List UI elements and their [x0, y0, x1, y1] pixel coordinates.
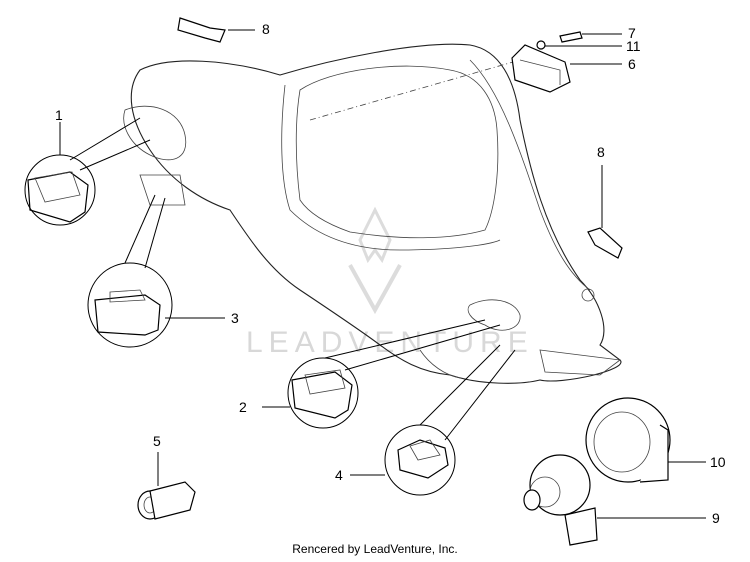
watermark-text: LEADVENTURE [246, 326, 534, 359]
part-5-socket [137, 452, 196, 520]
callout-2: 2 [239, 399, 247, 415]
watermark: LEADVENTURE [246, 206, 534, 359]
rear-body-panel [123, 43, 622, 384]
part-10-ring [585, 397, 706, 483]
callout-10: 10 [710, 454, 726, 470]
callout-11: 11 [626, 38, 641, 54]
part-8-bulb-top [177, 17, 255, 43]
part-8-bulb-right [587, 165, 623, 259]
part-2-switch [262, 319, 501, 429]
callout-8-right: 8 [597, 144, 605, 160]
callout-7: 7 [628, 25, 636, 41]
callout-3: 3 [231, 310, 239, 326]
callout-8-top: 8 [262, 21, 270, 37]
callout-9: 9 [712, 510, 720, 526]
part-3-switch [87, 194, 225, 348]
callout-1: 1 [55, 107, 63, 123]
part-7-screw [559, 31, 622, 43]
callout-5: 5 [153, 433, 161, 449]
part-4-switch [350, 344, 516, 496]
callout-4: 4 [335, 467, 343, 483]
part-6-lamp-holder [511, 44, 622, 93]
footer-credit: Rencered by LeadVenture, Inc. [292, 542, 457, 556]
part-9-horn [523, 454, 706, 546]
part-11-washer [536, 40, 622, 50]
part-1-switch [24, 117, 151, 226]
callout-6: 6 [628, 56, 636, 72]
